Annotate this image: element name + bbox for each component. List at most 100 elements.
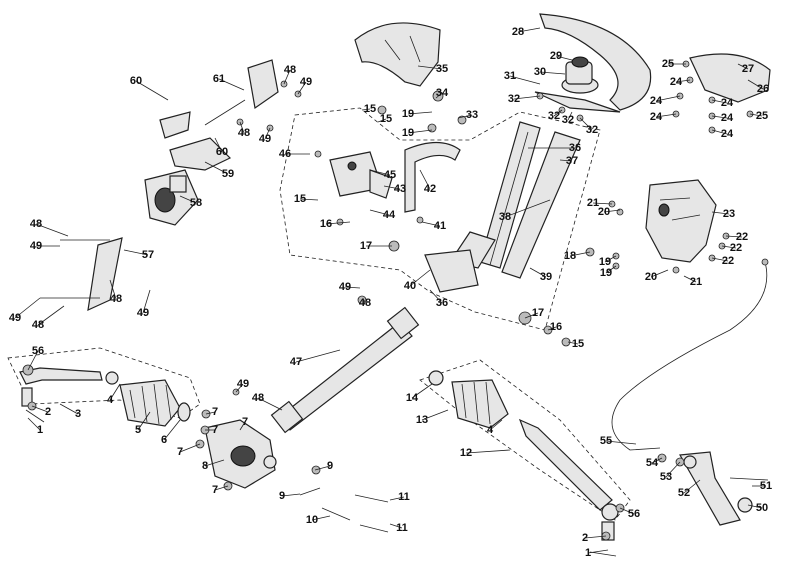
column-housing: [645, 179, 717, 263]
leader-line-c1b: [587, 549, 609, 554]
leader-line-c52: [683, 479, 701, 494]
callout-c16b: 16: [550, 321, 562, 333]
callout-c25b: 25: [756, 110, 768, 122]
leader-line-c19c: [604, 255, 617, 263]
leader-line-c20a: [603, 209, 621, 213]
leader-line-c54: [651, 457, 663, 464]
leader-line-c48a: [283, 69, 291, 85]
leader-line-c49b: [264, 127, 271, 140]
callout-c37: 37: [566, 155, 578, 167]
leader-line-c49a: [297, 81, 307, 95]
leader-line-c41: [421, 221, 441, 227]
upper-cover: [354, 22, 441, 87]
leader-line-c1: [27, 417, 41, 431]
callout-c38: 38: [499, 211, 511, 223]
tie-rod-right: [518, 418, 619, 557]
callout-c24a: 24: [670, 76, 683, 88]
callout-c7a: 7: [177, 446, 183, 458]
callout-c32b: 32: [548, 110, 560, 122]
leader-line-c33: [457, 114, 473, 119]
leader-line-c24a: [675, 79, 691, 83]
leader-line-c61: [218, 78, 245, 91]
leader-line-c15b: [377, 118, 387, 123]
leader-line-c22b: [721, 245, 737, 249]
callout-c24e: 24: [721, 112, 734, 124]
callout-c51: 51: [760, 480, 772, 492]
callout-c40: 40: [404, 280, 416, 292]
callout-c28: 28: [512, 26, 524, 38]
leader-line-c35: [417, 65, 443, 70]
steering-wheel: [534, 13, 652, 113]
leader-line-c14: [411, 383, 433, 399]
callout-c32a: 32: [508, 93, 520, 105]
bolt-set-bottom: [299, 465, 389, 533]
dash-cover-right: [689, 53, 771, 103]
eps-motor: [329, 151, 393, 199]
throttle-cable: [611, 261, 768, 451]
callout-c49g: 49: [237, 378, 249, 390]
callout-c44: 44: [383, 209, 396, 221]
callout-c7b: 7: [212, 406, 218, 418]
callout-c20a: 20: [598, 206, 610, 218]
callout-c24f: 24: [721, 128, 734, 140]
callout-c52: 52: [678, 487, 690, 499]
leader-line-c57: [123, 249, 149, 256]
callout-c60a: 60: [130, 75, 142, 87]
callout-c22a: 22: [736, 231, 748, 243]
callout-c19d: 19: [600, 267, 612, 279]
leader-line-c5: [137, 411, 151, 431]
callout-c48f: 48: [359, 297, 371, 309]
callout-c15a: 15: [364, 103, 376, 115]
leader-line-c49d: [142, 289, 151, 314]
leader-line-c4b: [489, 419, 503, 431]
leader-line-c19b: [407, 129, 433, 134]
leader-line-c15d: [567, 341, 579, 345]
leader-line-c37: [559, 159, 573, 162]
callout-c30: 30: [534, 66, 546, 78]
callout-c32d: 32: [586, 124, 598, 136]
leader-line-c7d: [239, 421, 246, 431]
callout-c46: 46: [279, 148, 291, 160]
callout-c15c: 15: [294, 193, 306, 205]
leader-line-c48b: [239, 121, 245, 134]
callout-c17a: 17: [360, 240, 372, 252]
callout-c21b: 21: [690, 276, 702, 288]
leader-line-c36b: [429, 289, 443, 304]
leader-line-c4a: [109, 383, 121, 401]
callout-c49d: 49: [137, 307, 149, 319]
callout-c45: 45: [384, 169, 396, 181]
leader-line-c24b: [655, 95, 681, 102]
callout-c18: 18: [564, 250, 576, 262]
callout-c1: 1: [37, 424, 43, 436]
callout-c34: 34: [436, 87, 449, 99]
rack-boot-right: [428, 370, 509, 429]
leader-line-c9a: [314, 465, 331, 471]
steering-gearbox: [144, 169, 199, 226]
callout-c54: 54: [646, 457, 659, 469]
leader-line-c32a: [513, 95, 541, 100]
leader-line-c25b: [749, 113, 763, 117]
callout-c15d: 15: [572, 338, 584, 350]
callout-c3: 3: [75, 408, 81, 420]
leader-line-c8: [204, 459, 225, 467]
leader-line-c55: [605, 440, 637, 445]
callout-c9a: 9: [327, 460, 333, 472]
callout-c29: 29: [550, 50, 562, 62]
callout-c7e: 7: [212, 484, 218, 496]
leader-line-c40: [409, 269, 431, 287]
callout-c10: 10: [306, 514, 318, 526]
leader-line-c15c: [299, 198, 319, 201]
callout-c2a: 2: [45, 406, 51, 418]
steering-column-shaft: [449, 121, 581, 279]
leader-line-c18: [569, 251, 591, 257]
callout-c60b: 60: [216, 146, 228, 158]
leader-line-c27: [737, 63, 749, 70]
callout-c22b: 22: [730, 242, 742, 254]
pedal-assembly: [679, 451, 769, 526]
leader-line-c50: [747, 504, 763, 509]
leader-line-c43: [383, 185, 401, 190]
callout-c4a: 4: [107, 394, 114, 406]
leader-line-c44: [369, 209, 390, 216]
column-bracket: [424, 249, 479, 293]
